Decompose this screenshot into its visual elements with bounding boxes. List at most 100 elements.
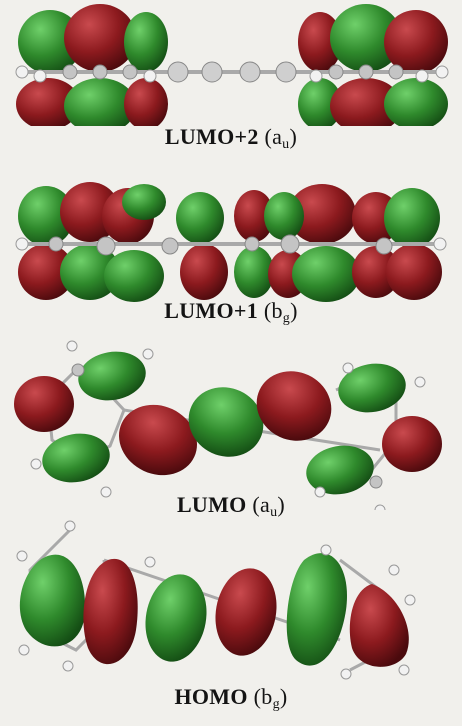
hydrogen-atom [143,69,157,83]
hydrogen-atom [414,376,426,388]
orbital-lobe-negative [330,78,402,126]
orbital-lobe-negative [386,244,442,300]
carbon-atom [62,64,78,80]
hydrogen-atom [404,594,416,606]
orbital-lobe-positive [234,246,274,298]
hydrogen-atom [309,69,323,83]
hydrogen-atom [415,69,429,83]
orbital-lobe-positive [124,12,168,72]
hydrogen-atom [33,69,47,83]
carbon-atom [96,236,116,256]
orbital-lobe-positive [188,387,264,457]
orbital-lumo-plus-1 [15,182,447,302]
caption-lumo-plus-1: LUMO+1 (bg) [164,298,298,326]
orbital-lobe-positive [145,574,207,662]
orbital-lobe-negative [215,568,277,656]
hydrogen-atom [388,564,400,576]
orbital-lobe-positive [18,10,82,74]
symmetry-label: b [261,684,273,709]
lobe-group-bottom [18,244,442,302]
orbital-lobe-negative [384,10,448,74]
symmetry-subscript: g [282,311,291,326]
hydrogen-atom [314,486,326,498]
hydrogen-atom [435,65,449,79]
orbital-label: LUMO+1 [164,298,259,323]
symmetry-subscript: u [282,137,290,152]
orbital-lobe-positive [306,445,374,495]
hydrogen-atom [100,486,112,498]
orbital-lobe-negative [349,584,409,667]
orbital-lobe-positive [384,188,440,248]
orbital-lobe-positive [104,250,164,302]
hydrogen-atom [142,348,154,360]
hydrogen-atom [15,237,29,251]
orbital-homo [16,520,416,680]
orbital-lobe-positive [292,246,360,302]
carbon-atom [71,363,85,377]
atom-row [15,234,447,256]
symmetry-label: a [260,492,271,517]
carbon-atom [161,237,179,255]
lobe-group-right [298,4,448,126]
atom-row [30,340,426,510]
atom-row [15,61,449,83]
caption-lumo: LUMO (au) [176,492,286,520]
carbon-atom [239,61,261,83]
hydrogen-atom [62,660,74,672]
orbital-lobe-positive [42,433,110,483]
symmetry-label: b [271,298,283,323]
orbital-lumo [14,340,442,510]
orbital-lobe-negative [352,246,400,298]
symmetry-subscript: u [270,505,278,520]
hydrogen-atom [66,340,78,352]
symmetry-subscript: g [272,697,280,712]
orbital-lobe-positive [78,351,146,401]
hydrogen-atom [340,668,352,680]
hydrogen-atom [16,550,28,562]
orbital-lobe-positive [18,186,74,246]
carbon-atom [201,61,223,83]
orbital-lobe-positive [19,554,86,647]
hydrogen-atom [64,520,76,532]
orbital-lobe-negative [288,184,356,244]
orbital-label: LUMO [176,492,247,517]
orbital-lobe-positive [298,78,342,126]
caption-homo: HOMO (bg) [174,684,288,712]
lobe-group-top [18,182,440,248]
orbital-lobe-positive [60,244,120,300]
hydrogen-atom [398,664,410,676]
orbital-lobe-negative [180,244,228,300]
orbital-lobe-negative [119,404,197,476]
symmetry-label: a [272,124,283,149]
hydrogen-atom [30,458,42,470]
carbon-atom [280,234,300,254]
hydrogen-atom [342,362,354,374]
carbon-atom [122,64,138,80]
orbital-lumo-plus-2 [15,4,449,126]
carbon-atom [388,64,404,80]
carbon-atom [328,64,344,80]
orbital-lobe-negative [83,558,138,665]
orbital-lobe-negative [298,12,342,72]
carbon-atom [358,64,374,80]
orbital-lobe-positive [122,184,166,220]
atom-row [16,520,416,680]
carbon-atom [375,237,393,255]
orbital-lobe-positive [264,192,304,240]
carbon-atom [369,475,383,489]
orbital-label: HOMO [174,684,248,709]
carbon-atom [275,61,297,83]
orbital-lobe-negative [18,244,74,300]
orbital-lobe-positive [286,553,347,666]
orbital-lobe-positive [330,4,402,72]
lobe-group-left [16,4,168,126]
orbital-lobe-positive [176,192,224,244]
orbital-lobe-negative [234,190,274,242]
orbital-label: LUMO+2 [164,124,259,149]
hydrogen-atom [15,65,29,79]
carbon-atom [48,236,64,252]
orbital-lobe-positive [384,78,448,126]
orbital-lobe-negative [382,416,442,472]
orbital-lobe-negative [256,371,332,441]
